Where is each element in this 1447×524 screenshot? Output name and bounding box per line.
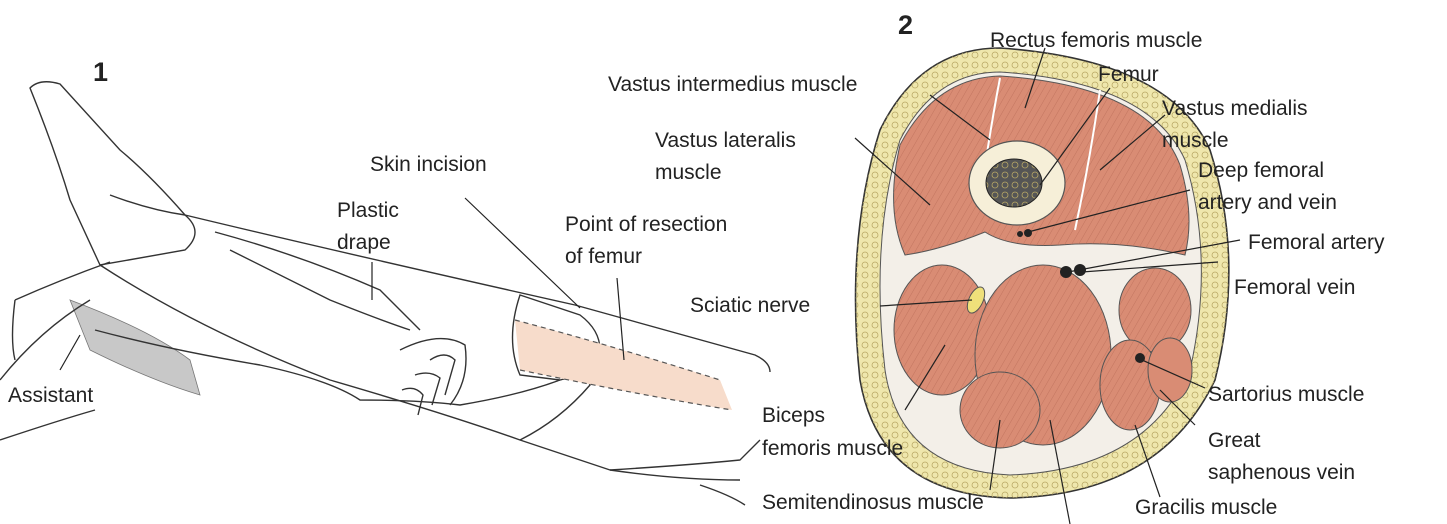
leader-assistant (60, 335, 80, 370)
label-assistant: Assistant (8, 383, 93, 408)
label-plastic-drape-1: Plastic (337, 198, 399, 223)
label-biceps-femoris-1: Biceps (762, 403, 825, 428)
label-resection-2: of femur (565, 244, 642, 269)
label-femoral-vein: Femoral vein (1234, 275, 1355, 300)
draped-foot (30, 82, 195, 265)
deep-femoral-vessel (1024, 229, 1032, 237)
label-semitendinosus: Semitendinosus muscle (762, 490, 984, 515)
label-femoral-artery: Femoral artery (1248, 230, 1385, 255)
label-resection-1: Point of resection (565, 212, 727, 237)
label-vastus-medialis-2: muscle (1162, 128, 1229, 153)
label-biceps-femoris-2: femoris muscle (762, 436, 903, 461)
table-shadow (70, 300, 200, 395)
sartorius (1148, 338, 1192, 402)
label-great-saphenous-1: Great (1208, 428, 1261, 453)
label-femur: Femur (1098, 62, 1159, 87)
label-gracilis: Gracilis muscle (1135, 495, 1277, 520)
label-sciatic-nerve: Sciatic nerve (690, 293, 810, 318)
label-great-saphenous-2: saphenous vein (1208, 460, 1355, 485)
drape-upper-edge (185, 215, 770, 372)
resection-band (515, 320, 732, 410)
label-rectus-femoris: Rectus femoris muscle (990, 28, 1202, 53)
label-vastus-intermedius: Vastus intermedius muscle (608, 72, 857, 97)
panel-number-2: 2 (898, 10, 913, 41)
leader-skin-incision (465, 198, 580, 308)
label-plastic-drape-2: drape (337, 230, 391, 255)
label-deep-femoral-2: artery and vein (1198, 190, 1337, 215)
label-deep-femoral-1: Deep femoral (1198, 158, 1324, 183)
label-vastus-lateralis-2: muscle (655, 160, 722, 185)
label-vastus-lateralis-1: Vastus lateralis (655, 128, 796, 153)
label-vastus-medialis-1: Vastus medialis (1162, 96, 1308, 121)
panel-number-1: 1 (93, 57, 108, 88)
saphenous-vessel (1135, 353, 1145, 363)
label-sartorius: Sartorius muscle (1208, 382, 1364, 407)
label-skin-incision: Skin incision (370, 152, 487, 177)
